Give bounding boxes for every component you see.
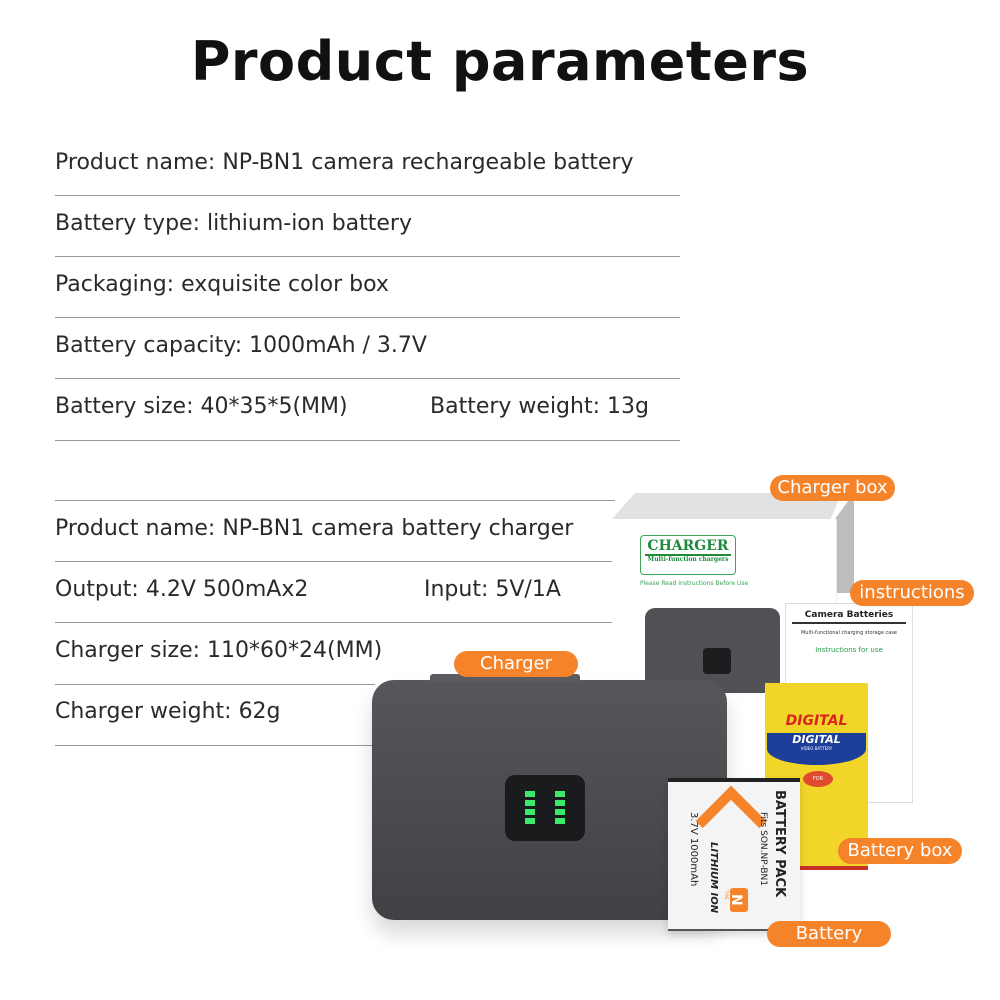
divider	[55, 684, 375, 685]
manual-title: Camera Batteries	[792, 610, 906, 624]
charger-input: Input: 5V/1A	[424, 577, 561, 602]
divider	[55, 561, 615, 562]
divider	[55, 745, 375, 746]
label-battery: Battery	[767, 921, 891, 947]
battery-image: BATTERY PACK Fits SON.NP-BN1 LITHIUM ION…	[668, 778, 800, 931]
battery-box-brand2: DIGITAL	[792, 733, 841, 746]
manual-text: Instructions for use	[815, 646, 883, 654]
label-battery-box: Battery box	[838, 838, 962, 864]
battery-type: Battery type: lithium-ion battery	[55, 211, 412, 236]
battery-capacity: Battery capacity: 1000mAh / 3.7V	[55, 333, 427, 358]
charger-output: Output: 4.2V 500mAx2	[55, 577, 309, 602]
battery-size: Battery size: 40*35*5(MM)	[55, 394, 348, 419]
charger-image	[372, 674, 727, 920]
battery-packaging: Packaging: exquisite color box	[55, 272, 389, 297]
charger-size: Charger size: 110*60*24(MM)	[55, 638, 383, 663]
label-charger: Charger	[454, 651, 578, 677]
divider	[55, 378, 680, 379]
battery-rating: 3.7V 1000mAh	[688, 812, 699, 887]
battery-box-for: FOR	[803, 771, 833, 787]
charger-name: Product name: NP-BN1 camera battery char…	[55, 516, 574, 541]
divider	[55, 500, 615, 501]
battery-pack-text: BATTERY PACK	[772, 790, 787, 898]
battery-name: Product name: NP-BN1 camera rechargeable…	[55, 150, 634, 175]
charger-box-sub: Multi-function chargers	[647, 556, 729, 563]
battery-weight: Battery weight: 13g	[430, 394, 649, 419]
divider	[55, 317, 680, 318]
divider	[55, 256, 680, 257]
battery-type-word: TYPE	[724, 890, 729, 900]
battery-box-sub: VIDEO BATTERY	[800, 746, 833, 751]
label-charger-box: Charger box	[770, 475, 895, 501]
charger-box-note: Please Read instructions Before Use	[640, 580, 749, 587]
page-title: Product parameters	[190, 30, 810, 93]
label-instructions: instructions	[850, 580, 974, 606]
manual-sub: Multi-functional charging storage case	[800, 630, 897, 636]
charger-box-brand: CHARGER	[645, 538, 731, 556]
charger-weight: Charger weight: 62g	[55, 699, 281, 724]
divider	[55, 195, 680, 196]
battery-type-letter: N	[728, 888, 748, 912]
divider	[55, 622, 615, 623]
battery-chem: LITHIUM ION	[708, 842, 719, 914]
divider	[55, 440, 680, 441]
battery-box-brand: DIGITAL	[785, 713, 848, 729]
battery-fits: Fits SON.NP-BN1	[758, 812, 768, 887]
